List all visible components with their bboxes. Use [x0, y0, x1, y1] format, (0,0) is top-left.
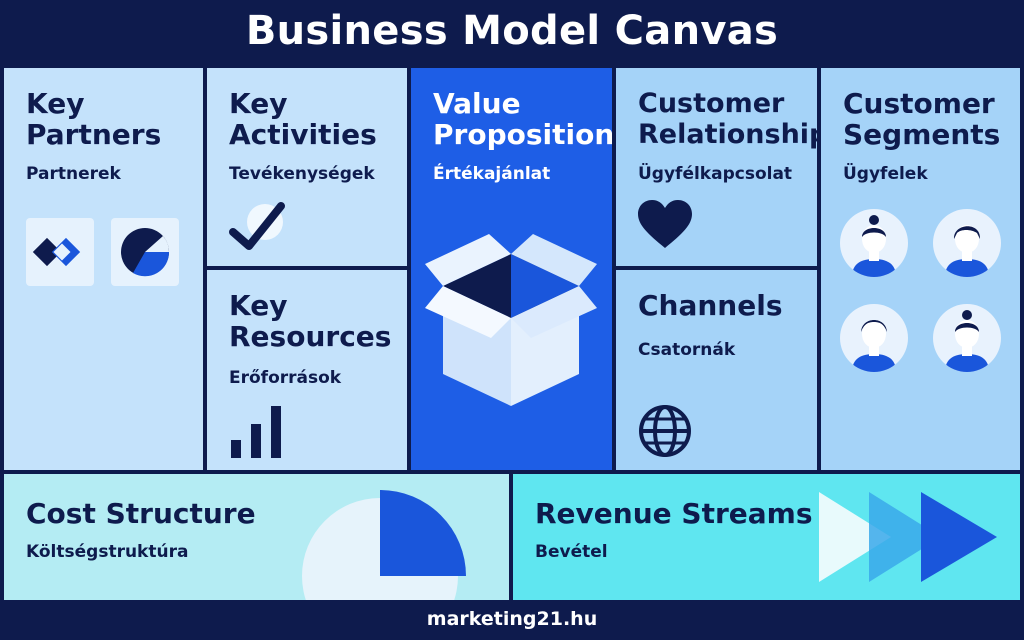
block-subtitle: Bevétel	[535, 542, 608, 562]
customer-relationship-block: Customer Relationship Ügyfélkapcsolat	[616, 68, 817, 266]
heart-icon	[638, 200, 692, 248]
customer-avatar	[933, 304, 1001, 372]
open-box-icon	[425, 234, 597, 406]
block-subtitle: Erőforrások	[229, 368, 342, 388]
block-title: Key Resources	[229, 289, 392, 353]
woman-avatar-icon	[945, 310, 989, 372]
customer-segments-block: Customer Segments Ügyfelek	[821, 68, 1020, 470]
globe-icon	[639, 405, 691, 457]
key-activities-block: Key Activities Tevékenységek	[207, 68, 407, 266]
woman-avatar-icon	[852, 215, 896, 277]
footer-url: marketing21.hu	[426, 608, 598, 630]
block-subtitle: Költségstruktúra	[26, 542, 189, 562]
block-subtitle: Tevékenységek	[229, 164, 375, 184]
block-title: Customer Relationship	[638, 88, 817, 150]
customer-avatar	[840, 304, 908, 372]
customer-avatar	[840, 209, 908, 277]
block-subtitle: Csatornák	[638, 340, 736, 360]
partner-logo-tile	[111, 218, 179, 286]
value-proposition-block: Value Proposition Értékajánlat	[411, 68, 612, 470]
circle-logo-icon	[121, 228, 170, 277]
man-avatar-icon	[852, 320, 896, 372]
block-title: Value Proposition	[433, 87, 612, 151]
customer-avatar	[933, 209, 1001, 277]
key-partners-block: Key Partners Partnerek	[4, 68, 203, 470]
block-title: Cost Structure	[26, 497, 256, 530]
block-subtitle: Értékajánlat	[433, 164, 551, 184]
partner-logo-tile	[26, 218, 94, 286]
pie-chart-icon	[302, 490, 466, 600]
block-title: Revenue Streams	[535, 497, 813, 530]
man-avatar-icon	[945, 225, 989, 277]
block-subtitle: Ügyfelek	[843, 164, 928, 184]
revenue-streams-block: Revenue Streams Bevétel	[513, 474, 1020, 600]
channels-block: Channels Csatornák	[616, 270, 817, 470]
block-title: Channels	[638, 289, 783, 322]
diamond-logo-icon	[32, 237, 81, 267]
key-resources-block: Key Resources Erőforrások	[207, 270, 407, 470]
block-title: Customer Segments	[843, 87, 1001, 151]
block-subtitle: Partnerek	[26, 164, 121, 184]
bar-chart-icon	[231, 406, 281, 458]
page-title: Business Model Canvas	[245, 8, 779, 54]
cost-structure-block: Cost Structure Költségstruktúra	[4, 474, 509, 600]
block-title: Key Partners	[26, 87, 162, 151]
fast-forward-arrows-icon	[819, 492, 997, 582]
block-subtitle: Ügyfélkapcsolat	[638, 164, 793, 184]
block-title: Key Activities	[229, 87, 377, 151]
checkmark-icon	[229, 202, 285, 250]
